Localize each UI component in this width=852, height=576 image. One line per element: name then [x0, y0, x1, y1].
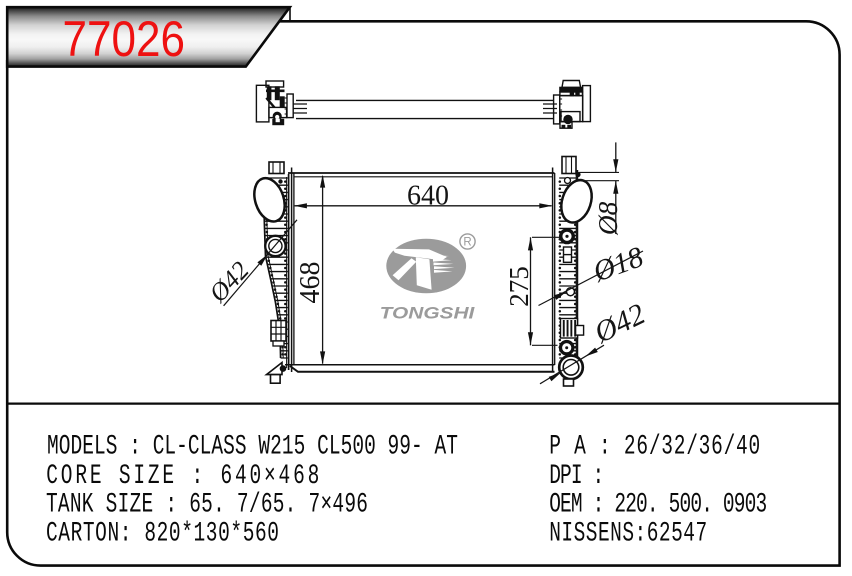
- svg-text:275: 275: [504, 266, 534, 307]
- svg-text:P A : 26/32/36/40: P A : 26/32/36/40: [549, 432, 760, 463]
- svg-text:OEM : 220. 500. 0903: OEM : 220. 500. 0903: [549, 490, 767, 521]
- svg-text:77026: 77026: [63, 10, 186, 67]
- svg-text:DPI :: DPI :: [549, 461, 604, 492]
- svg-text:TONGSHI: TONGSHI: [380, 304, 475, 322]
- svg-text:Ø8: Ø8: [593, 201, 623, 236]
- svg-text:CARTON: 820*130*560: CARTON: 820*130*560: [46, 519, 279, 550]
- svg-text:R: R: [463, 237, 471, 249]
- svg-text:CORE SIZE : 640×468: CORE SIZE : 640×468: [46, 461, 319, 492]
- svg-text:Ø18: Ø18: [588, 241, 648, 289]
- svg-text:468: 468: [295, 262, 326, 304]
- svg-text:Ø42: Ø42: [588, 297, 650, 350]
- svg-text:Ø42: Ø42: [203, 256, 255, 309]
- svg-text:TANK SIZE : 65. 7/65. 7×496: TANK SIZE : 65. 7/65. 7×496: [46, 490, 368, 521]
- svg-text:NISSENS:62547: NISSENS:62547: [549, 519, 707, 550]
- svg-text:640: 640: [407, 181, 449, 212]
- svg-text:MODELS : CL-CLASS W215 CL500 9: MODELS : CL-CLASS W215 CL500 99- AT: [47, 432, 458, 463]
